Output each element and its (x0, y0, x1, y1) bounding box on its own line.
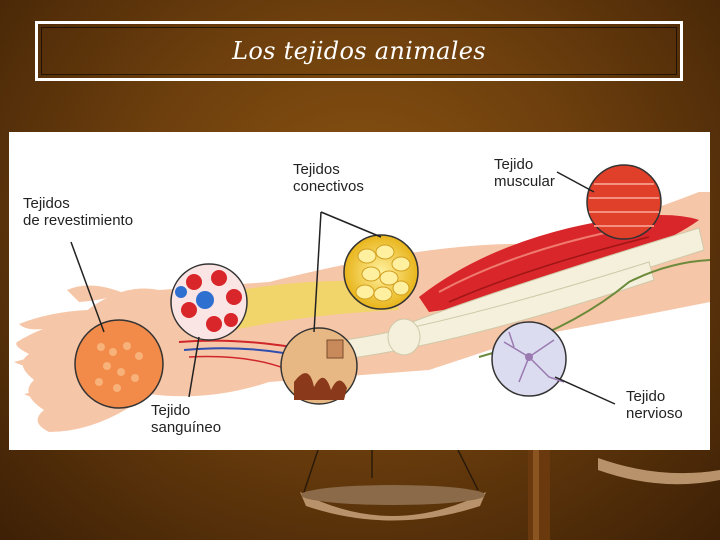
label-nervioso: Tejido nervioso (626, 388, 683, 422)
label-conectivos: Tejidos conectivos (293, 161, 364, 195)
muscle-tissue-circle (587, 165, 661, 239)
tissue-illustration: Tejidos de revestimiento Tejidos conecti… (9, 132, 710, 450)
label-revestimiento: Tejidos de revestimiento (23, 195, 133, 229)
slide-title: Los tejidos animales (232, 37, 486, 65)
label-muscular: Tejido muscular (494, 156, 555, 190)
epithelial-tissue-circle (75, 320, 163, 408)
label-sanguineo: Tejido sanguíneo (151, 402, 221, 436)
slide-title-box: Los tejidos animales (35, 21, 683, 81)
